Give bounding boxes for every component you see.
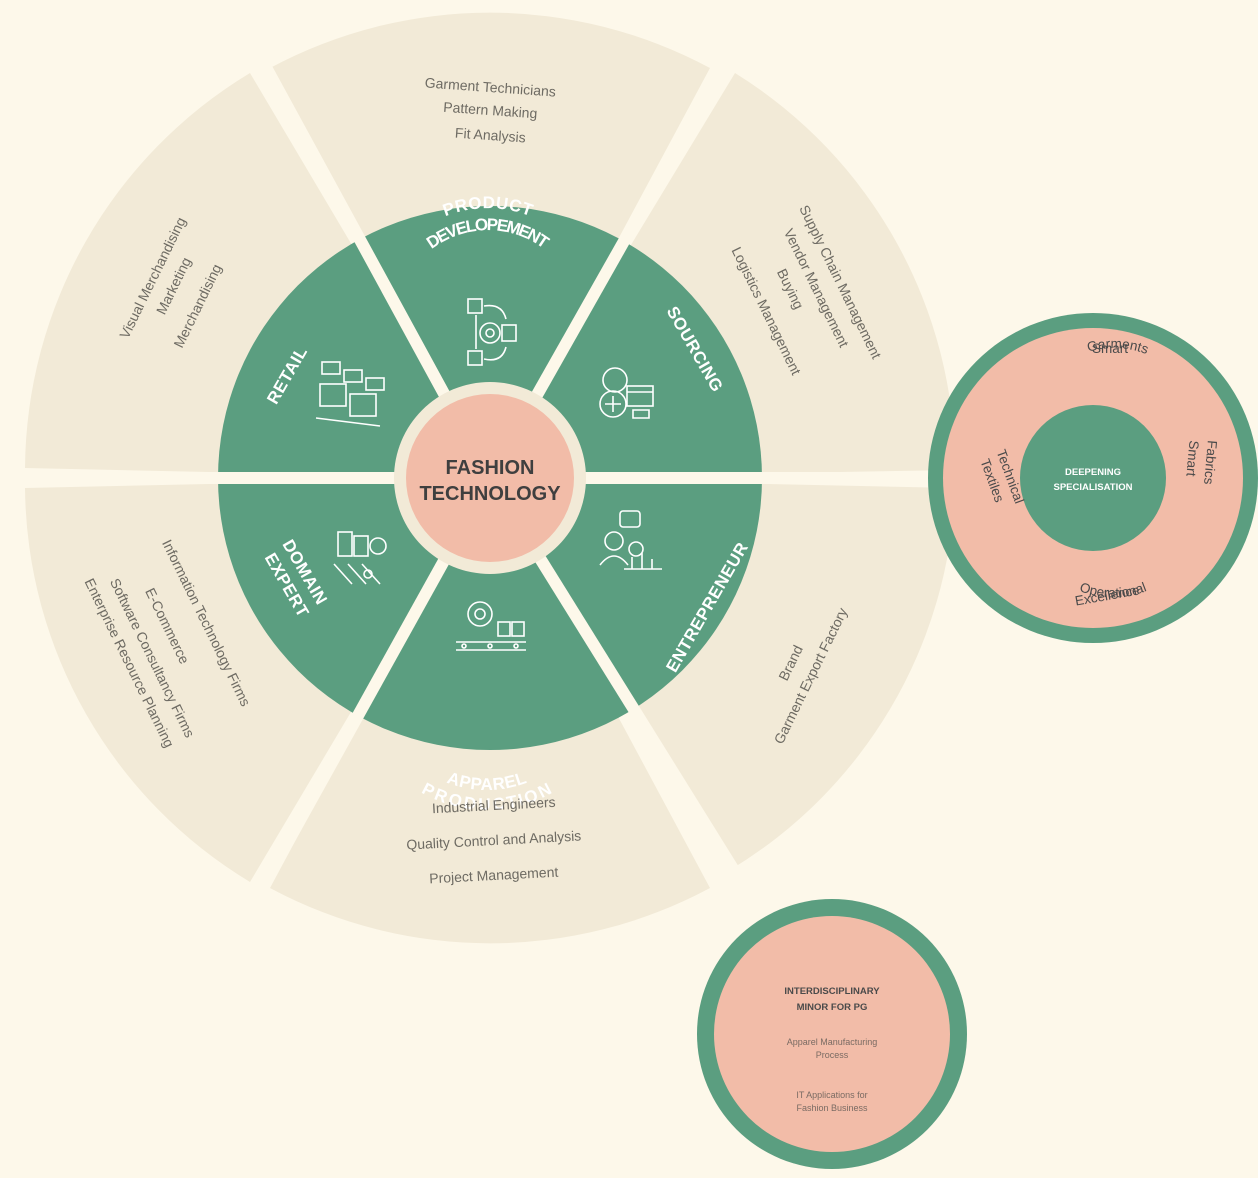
specialisation-circle: DEEPENING SPECIALISATION Smart Garments … [928, 313, 1258, 643]
roles-apparel-production: Industrial Engineers Quality Control and… [406, 794, 582, 887]
center-title-line2: TECHNOLOGY [419, 483, 561, 505]
minor-inner [714, 916, 950, 1152]
specialisation-core-line2: SPECIALISATION [1054, 482, 1133, 493]
smart-garments-line2: Garments [1085, 336, 1150, 357]
minor-item1-line2: Process [816, 1050, 849, 1060]
minor-item2-line2: Fashion Business [796, 1103, 868, 1113]
sourcing-icon [599, 367, 654, 419]
role-label: Pattern Making [443, 99, 538, 122]
specialisation-core [1020, 405, 1166, 551]
operational-excellence-line1: Operational [1078, 579, 1148, 600]
entrepreneur-icon [599, 510, 662, 570]
center-title-line1: FASHION [446, 457, 535, 479]
smart-fabrics-line2: Fabrics [1201, 440, 1220, 486]
minor-title-line2: MINOR FOR PG [797, 1002, 868, 1013]
specialisation-core-line1: DEEPENING [1065, 467, 1121, 478]
product-development-icon [467, 298, 517, 366]
minor-item2-line1: IT Applications for [796, 1090, 867, 1100]
apparel-production-icon [456, 601, 526, 651]
center-hub [406, 394, 574, 562]
retail-icon [315, 361, 385, 427]
role-label: Project Management [429, 864, 559, 887]
domain-expert-icon [333, 531, 387, 585]
smart-garments-line1: Smart [1092, 341, 1128, 356]
minor-title-line1: INTERDISCIPLINARY [784, 986, 880, 997]
role-label: Industrial Engineers [432, 794, 556, 816]
role-label: Fit Analysis [454, 125, 526, 146]
smart-fabrics-line1: Smart [1183, 440, 1201, 477]
minor-item1-line1: Apparel Manufacturing [787, 1037, 878, 1047]
minor-circle: INTERDISCIPLINARY MINOR FOR PG Apparel M… [697, 899, 967, 1169]
